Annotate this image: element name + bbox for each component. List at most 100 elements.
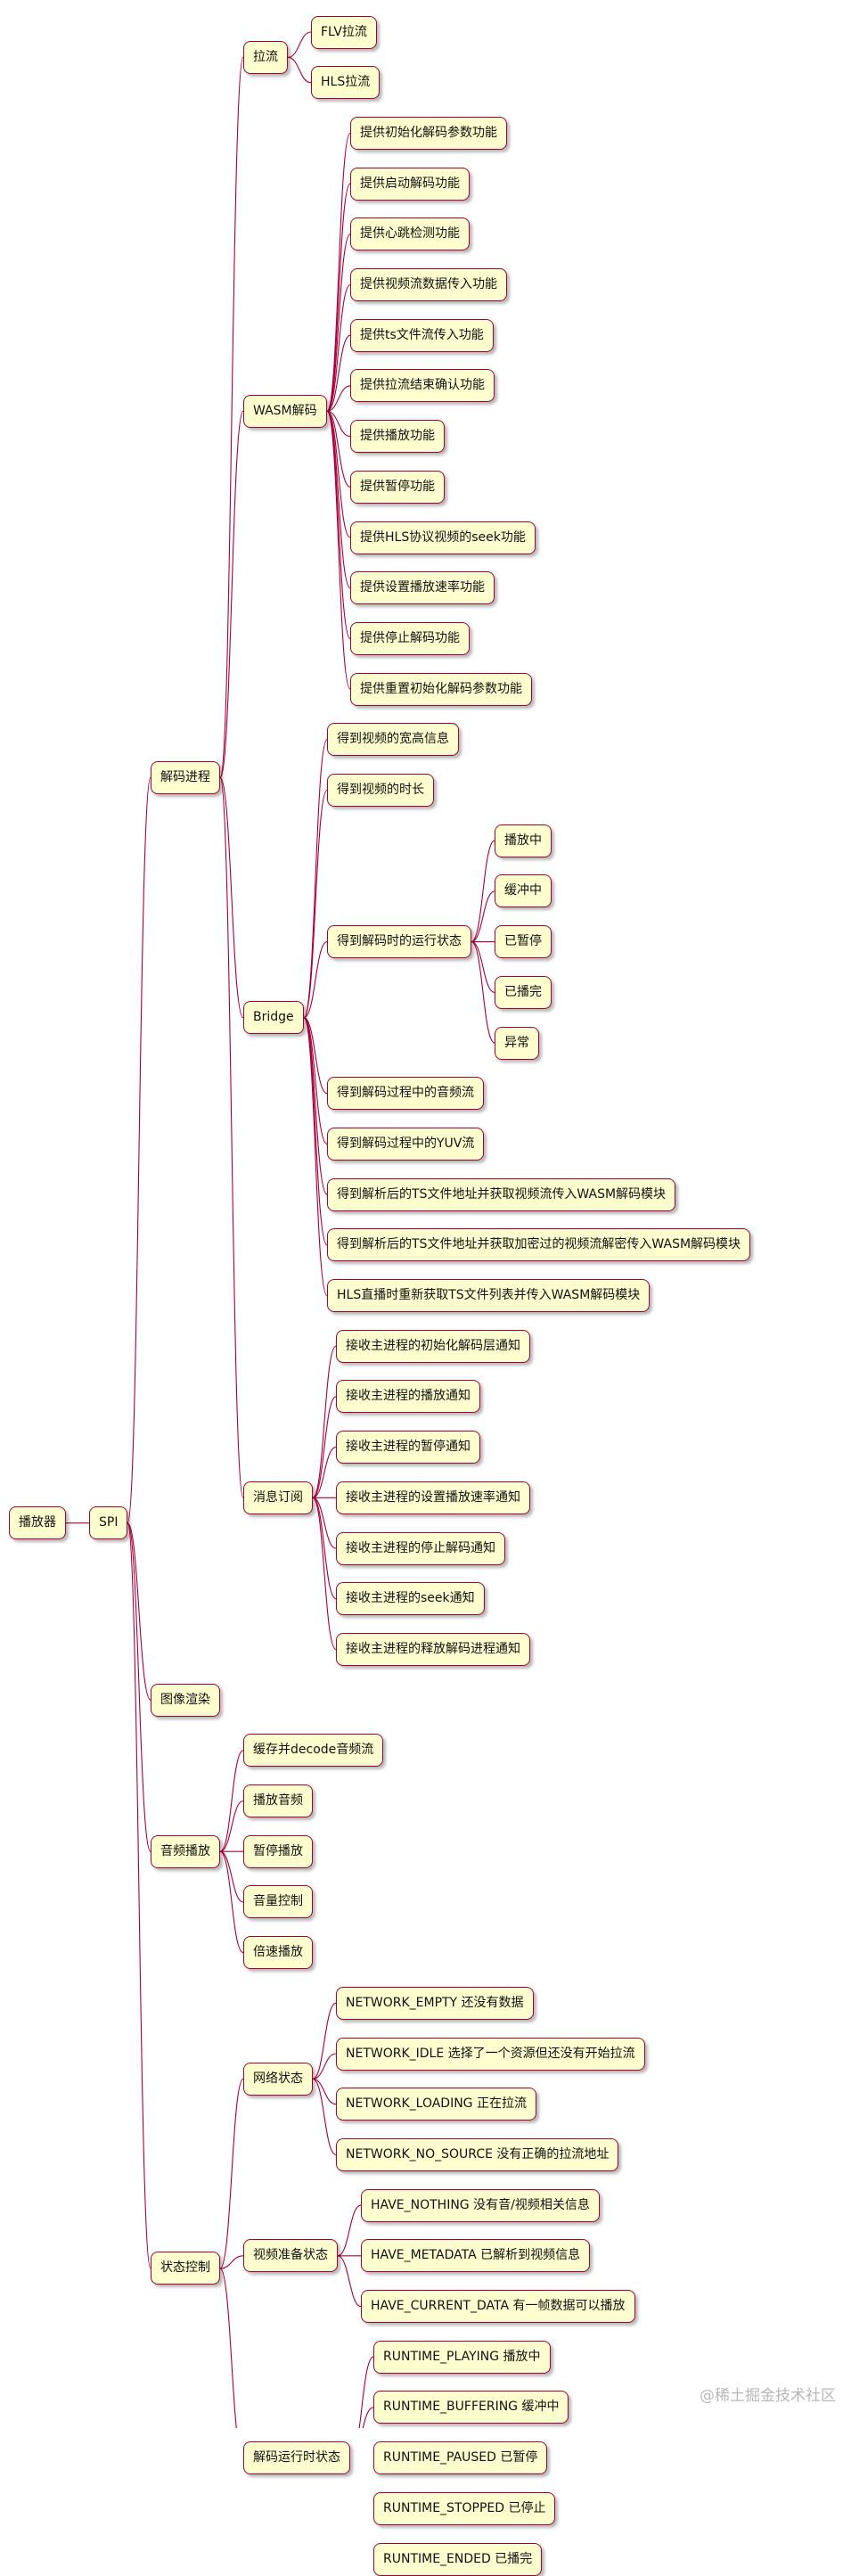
- mindmap-node-d3-4: 拉流: [243, 40, 288, 74]
- connector-line: [326, 410, 351, 690]
- connector-line: [471, 941, 495, 1044]
- connector-line: [337, 2255, 362, 2308]
- connector-line: [471, 941, 495, 993]
- mindmap-node-d4-37: 接收主进程的暂停通知: [336, 1431, 480, 1464]
- mindmap-node-d4-21: 得到视频的宽高信息: [327, 723, 459, 757]
- connector-line: [219, 1850, 244, 1903]
- mindmap-node-d2-3: 解码进程: [151, 760, 220, 794]
- connector-line: [312, 2078, 337, 2105]
- connector-line: [362, 2407, 374, 2428]
- mindmap-node-runtime-ended: RUNTIME_ENDED 已播完: [373, 2542, 543, 2576]
- mindmap-node-wasm: WASM解码: [243, 394, 327, 428]
- connector-line: [303, 1017, 328, 1297]
- connector-line: [303, 739, 328, 1019]
- mindmap-node-d5-27: 已播完: [495, 975, 552, 1009]
- connector-line: [312, 2078, 337, 2155]
- mindmap-node-have-nothing: HAVE_NOTHING 没有音/视频相关信息: [361, 2188, 600, 2222]
- mindmap-node-hls-seek: 提供HLS协议视频的seek功能: [350, 521, 536, 554]
- mindmap-node-d3-48: 倍速播放: [243, 1936, 313, 1970]
- mindmap-node-d5-26: 已暂停: [495, 925, 552, 959]
- mindmap-node-d4-17: 提供设置播放速率功能: [350, 571, 495, 605]
- connector-line: [326, 410, 351, 639]
- mindmap-node-ts-wasm: 得到解析后的TS文件地址并获取视频流传入WASM解码模块: [327, 1177, 676, 1211]
- mindmap-node-d4-18: 提供停止解码功能: [350, 621, 470, 655]
- mindmap-node-d2-42: 图像渲染: [151, 1683, 220, 1717]
- mindmap-node-bridge: Bridge: [243, 1001, 304, 1035]
- mindmap-node-d3-47: 音量控制: [243, 1885, 313, 1919]
- connector-line: [312, 1447, 337, 1498]
- connector-line: [312, 1497, 337, 1600]
- mindmap-node-network-no-source: NETWORK_NO_SOURCE 没有正确的拉流地址: [336, 2137, 619, 2171]
- mindmap-node-d3-59: 解码运行时状态: [243, 2441, 350, 2475]
- mindmap-node-d4-35: 接收主进程的初始化解码层通知: [336, 1329, 530, 1363]
- mindmap-node-d4-36: 接收主进程的播放通知: [336, 1380, 480, 1414]
- mindmap-node-runtime-buffering: RUNTIME_BUFFERING 缓冲中: [373, 2391, 569, 2424]
- connector-line: [326, 334, 351, 412]
- mindmap-node-d3-34: 消息订阅: [243, 1481, 313, 1514]
- mindmap-node-spi: SPI: [89, 1506, 128, 1540]
- connector-line: [303, 941, 328, 1019]
- connector-line: [312, 1497, 337, 1650]
- mindmap-node-d4-13: 提供拉流结束确认功能: [350, 369, 495, 403]
- mindmap-node-d4-38: 接收主进程的设置播放速率通知: [336, 1481, 530, 1514]
- mindmap-node-d3-45: 播放音频: [243, 1784, 313, 1817]
- mindmap-node-d4-41: 接收主进程的释放解码进程通知: [336, 1632, 530, 1666]
- connector-line: [303, 789, 328, 1019]
- connector-line: [312, 1396, 337, 1498]
- connector-line: [219, 1800, 244, 1852]
- mindmap-node-d4-11: 提供视频流数据传入功能: [350, 268, 507, 301]
- mindmap-node-d3-46: 暂停播放: [243, 1834, 313, 1868]
- connector-line: [312, 1497, 337, 1549]
- connector-line: [219, 1750, 244, 1852]
- mindmap-node-network-empty: NETWORK_EMPTY 还没有数据: [336, 1986, 534, 2020]
- mindmap-node-d5-24: 播放中: [495, 824, 552, 857]
- connector-line: [326, 183, 351, 412]
- connector-line: [219, 776, 244, 1498]
- connector-line: [127, 776, 151, 1524]
- connector-line: [219, 2078, 244, 2269]
- connector-line: [312, 1345, 337, 1498]
- connector-line: [471, 890, 495, 943]
- connector-line: [326, 132, 351, 412]
- mindmap-node-network-loading: NETWORK_LOADING 正在拉流: [336, 2088, 536, 2121]
- mindmap-node-d3-55: 视频准备状态: [243, 2239, 338, 2273]
- connector-line: [337, 2204, 362, 2257]
- mindmap-node-decode: 缓存并decode音频流: [243, 1734, 384, 1768]
- connector-line: [287, 56, 312, 84]
- connector-line: [127, 1522, 151, 2269]
- mindmap-node-d4-10: 提供心跳检测功能: [350, 217, 470, 251]
- connector-line: [312, 2002, 337, 2080]
- mindmap-node-have-metadata: HAVE_METADATA 已解析到视频信息: [361, 2239, 591, 2273]
- connector-line: [219, 2255, 244, 2269]
- connector-line: [287, 31, 312, 58]
- mindmap-node-have-current-data: HAVE_CURRENT_DATA 有一帧数据可以播放: [361, 2290, 635, 2323]
- connector-line: [219, 1850, 244, 1954]
- root-node: 播放器: [9, 1506, 66, 1540]
- mindmap-node-network-idle: NETWORK_IDLE 选择了一个资源但还没有开始拉流: [336, 2037, 645, 2071]
- mindmap-node-d4-8: 提供初始化解码参数功能: [350, 116, 507, 150]
- mindmap-node-yuv: 得到解码过程中的YUV流: [327, 1127, 485, 1161]
- mindmap-node-d2-49: 状态控制: [151, 2252, 220, 2285]
- connector-line: [219, 2268, 237, 2428]
- connector-line: [219, 776, 244, 1019]
- connector-line: [303, 1017, 328, 1095]
- connector-line: [303, 1017, 328, 1246]
- mindmap-node-d4-23: 得到解码时的运行状态: [327, 925, 471, 959]
- mindmap-connectors: [66, 31, 495, 2428]
- connector-line: [326, 283, 351, 412]
- connector-line: [358, 2356, 374, 2428]
- mindmap-node-seek: 接收主进程的seek通知: [336, 1582, 485, 1616]
- mindmap-node-d4-15: 提供暂停功能: [350, 470, 445, 504]
- mindmap-node-runtime-paused: RUNTIME_PAUSED 已暂停: [373, 2441, 548, 2475]
- mindmap-node-runtime-playing: RUNTIME_PLAYING 播放中: [373, 2340, 551, 2374]
- mindmap-node-d4-39: 接收主进程的停止解码通知: [336, 1531, 505, 1565]
- mindmap-node-d4-19: 提供重置初始化解码参数功能: [350, 672, 532, 706]
- connector-line: [326, 410, 351, 488]
- connector-line: [326, 234, 351, 412]
- mindmap-node-d5-25: 缓冲中: [495, 874, 552, 908]
- mindmap-node-hls: HLS拉流: [311, 66, 381, 100]
- mindmap-node-hls-ts-wasm: HLS直播时重新获取TS文件列表并传入WASM解码模块: [327, 1279, 651, 1312]
- mindmap-node-ts: 提供ts文件流传入功能: [350, 318, 494, 352]
- mindmap-node-runtime-stopped: RUNTIME_STOPPED 已停止: [373, 2491, 556, 2525]
- mindmap-node-d4-22: 得到视频的时长: [327, 774, 434, 807]
